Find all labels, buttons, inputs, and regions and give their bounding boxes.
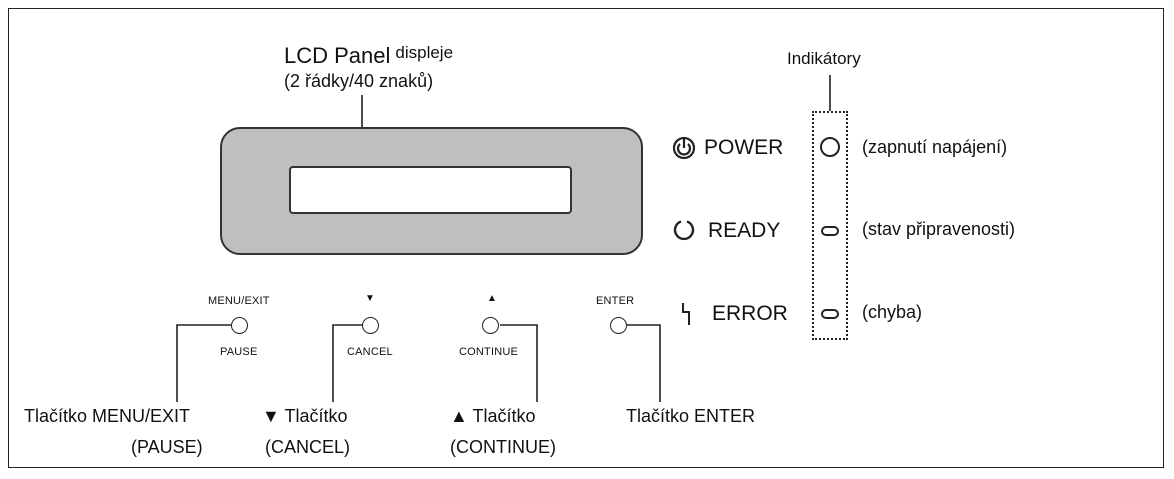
power-label: POWER <box>704 136 784 159</box>
cancel-down-arrow-icon: ▼ <box>365 293 375 304</box>
menu-exit-caption: Tlačítko MENU/EXIT <box>24 406 191 426</box>
menu-exit-button[interactable] <box>231 317 248 334</box>
menu-exit-caption-2: (PAUSE) <box>131 437 203 457</box>
enter-caption: Tlačítko ENTER <box>626 406 756 426</box>
ready-desc: (stav připravenosti) <box>862 219 1016 239</box>
continue-up-arrow-icon: ▲ <box>487 293 497 304</box>
power-icon <box>672 136 696 160</box>
diagram-frame <box>8 8 1164 468</box>
ready-ring-icon <box>673 220 695 241</box>
menu-exit-top-label: MENU/EXIT <box>208 295 270 307</box>
indicators-heading: Indikátory <box>787 49 861 68</box>
cancel-bottom-label: CANCEL <box>347 346 393 358</box>
cancel-caption-2: (CANCEL) <box>265 437 351 457</box>
lcd-subtitle: (2 řádky/40 znaků) <box>284 71 434 91</box>
error-bolt-icon <box>682 303 690 325</box>
pause-bottom-label: PAUSE <box>220 346 258 358</box>
lcd-title-main: LCD Panel <box>284 43 391 68</box>
continue-caption: ▲ Tlačítko <box>450 406 536 426</box>
indicators-dotted-box <box>812 111 848 340</box>
lcd-screen <box>289 166 572 214</box>
continue-caption-2: (CONTINUE) <box>450 437 556 457</box>
ready-label: READY <box>708 219 781 242</box>
error-led <box>821 309 839 319</box>
lcd-title-suffix: displeje <box>395 43 454 62</box>
cancel-caption: ▼ Tlačítko <box>262 406 348 426</box>
power-led <box>820 137 840 157</box>
enter-button[interactable] <box>610 317 627 334</box>
power-desc: (zapnutí napájení) <box>862 137 1008 157</box>
error-desc: (chyba) <box>862 302 923 322</box>
ready-led <box>821 226 839 236</box>
error-label: ERROR <box>712 302 788 325</box>
continue-button[interactable] <box>482 317 499 334</box>
continue-bottom-label: CONTINUE <box>459 346 519 358</box>
cancel-button[interactable] <box>362 317 379 334</box>
enter-top-label: ENTER <box>596 295 635 307</box>
